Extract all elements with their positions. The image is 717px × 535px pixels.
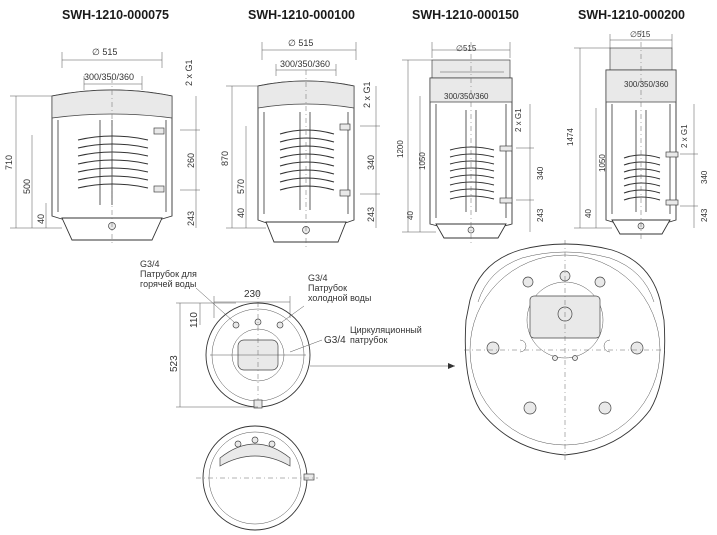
t3-conn: 2 x G1 <box>514 108 523 132</box>
t1-width: 300/350/360 <box>84 72 135 82</box>
t4-coil: 340 <box>700 170 709 184</box>
t4-height-total: 1474 <box>566 128 575 146</box>
t3-height-total: 1200 <box>396 140 405 158</box>
t3-height-mid: 1050 <box>418 152 427 170</box>
model-title-150: SWH-1210-000150 <box>412 8 520 22</box>
t3-diameter: ∅515 <box>456 44 477 53</box>
t4-height-mid: 1050 <box>598 154 607 172</box>
t3-coil: 340 <box>536 166 545 180</box>
t4-base: 243 <box>700 208 709 222</box>
circ-pipe-label: Циркуляционный <box>350 325 422 335</box>
t4-width: 300/350/360 <box>624 80 669 89</box>
t2-height-mid: 570 <box>236 178 246 194</box>
t2-coil: 340 <box>366 154 376 170</box>
t2-conn: 2 x G1 <box>362 81 372 108</box>
t4-conn: 2 x G1 <box>680 124 689 148</box>
t2-diameter: ∅ 515 <box>288 38 314 48</box>
tank-200-side-view <box>574 30 698 240</box>
dim-110: 110 <box>189 312 200 328</box>
cold-pipe-label-2: холодной воды <box>308 293 372 303</box>
detail-view <box>464 240 668 460</box>
t3-width: 300/350/360 <box>444 92 489 101</box>
model-title-200: SWH-1210-000200 <box>578 8 686 22</box>
dim-230: 230 <box>244 289 261 300</box>
t2-height-low: 40 <box>236 207 246 218</box>
t2-base: 243 <box>366 206 376 222</box>
model-title-75: SWH-1210-000075 <box>62 8 170 22</box>
dim-523: 523 <box>169 355 180 372</box>
circ-pipe-label-2: патрубок <box>350 335 388 345</box>
t1-diameter: ∅ 515 <box>92 47 118 57</box>
t1-conn: 2 x G1 <box>184 59 194 86</box>
t1-height-low: 40 <box>36 213 46 224</box>
cold-pipe-label: Патрубок <box>308 283 348 293</box>
hot-g34: G3/4 <box>140 259 160 269</box>
tank-150-side-view <box>402 42 534 244</box>
t1-coil: 260 <box>186 152 196 168</box>
t3-base: 243 <box>536 208 545 222</box>
hot-pipe-label: Патрубок для <box>140 269 197 279</box>
top-view <box>176 287 455 410</box>
t2-width: 300/350/360 <box>280 59 331 69</box>
t4-diameter: ∅515 <box>630 30 651 39</box>
circ-g34: G3/4 <box>324 335 346 346</box>
tank-75-side-view <box>10 52 200 245</box>
hot-pipe-label-2: горячей воды <box>140 279 197 289</box>
t2-height-total: 870 <box>220 150 230 166</box>
model-title-100: SWH-1210-000100 <box>248 8 356 22</box>
t1-base: 243 <box>186 210 196 226</box>
t1-height-total: 710 <box>4 154 14 170</box>
cold-g34: G3/4 <box>308 273 328 283</box>
t1-height-mid: 500 <box>22 178 32 194</box>
tank-100-side-view <box>226 42 380 247</box>
bottom-view <box>196 425 318 531</box>
t3-height-low: 40 <box>406 211 415 220</box>
t4-height-low: 40 <box>584 209 593 218</box>
